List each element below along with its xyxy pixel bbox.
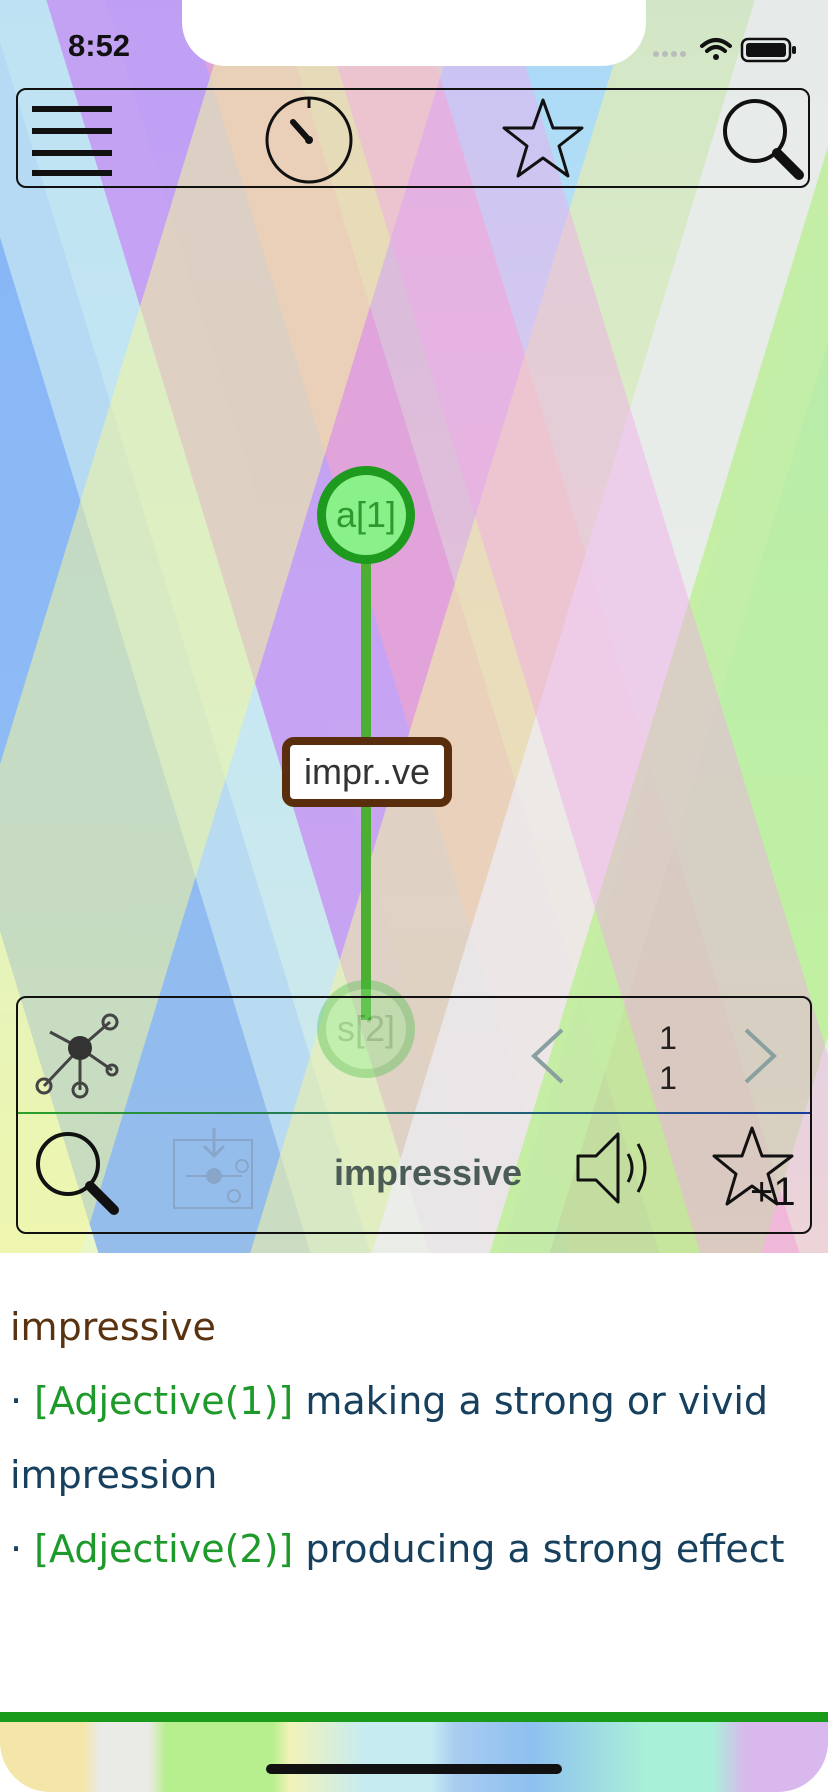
pronounce-button[interactable] — [574, 1126, 664, 1210]
definition-bullet: · — [10, 1379, 35, 1423]
striped-background — [0, 0, 828, 1253]
definition-entry: · [Adjective(2)] producing a strong effe… — [10, 1512, 810, 1586]
word-graph: a[1] impr..ve s[2] — [282, 466, 452, 1078]
device-notch — [182, 0, 646, 66]
search-icon — [723, 99, 804, 180]
page-total: 1 — [659, 1060, 677, 1096]
part-of-speech-tag[interactable]: [Adjective(1)] — [34, 1379, 294, 1423]
current-word: impressive — [333, 1152, 523, 1193]
chevron-left-icon — [531, 1028, 564, 1084]
network-button[interactable] — [30, 1008, 126, 1104]
speaker-icon — [576, 1132, 647, 1204]
graph-node-top-label: a[1] — [335, 494, 397, 535]
word-search-button[interactable] — [32, 1126, 122, 1216]
graph-import-icon — [173, 1128, 253, 1209]
menu-button[interactable] — [24, 90, 120, 186]
top-toolbar — [16, 88, 810, 188]
panel-divider — [18, 1112, 810, 1114]
network-graph-icon — [35, 1013, 119, 1099]
graph-node-top[interactable]: a[1] — [317, 466, 415, 564]
import-graph-button[interactable] — [172, 1126, 256, 1210]
timer-icon — [265, 96, 353, 184]
graph-node-bottom-label: s[2] — [336, 1008, 396, 1049]
definition-bullet: · — [10, 1527, 35, 1571]
cellular-signal-icon — [653, 51, 686, 57]
definition-title: impressive — [10, 1305, 216, 1349]
star-plus-label: +1 — [750, 1170, 796, 1214]
chevron-right-icon — [744, 1028, 777, 1084]
wifi-icon — [700, 38, 732, 60]
part-of-speech-tag[interactable]: [Adjective(2)] — [34, 1527, 294, 1571]
definition-text: producing a strong effect — [293, 1527, 785, 1571]
history-button[interactable] — [254, 90, 364, 186]
star-icon — [502, 98, 584, 178]
definition-text: making a strong or vivid impression — [10, 1379, 769, 1497]
battery-icon — [740, 37, 796, 63]
search-icon — [36, 1132, 119, 1215]
definition-panel: impressive · [Adjective(1)] making a str… — [10, 1290, 810, 1586]
previous-button[interactable] — [518, 1024, 578, 1088]
definition-entry: · [Adjective(1)] making a strong or vivi… — [10, 1364, 810, 1512]
page-current: 1 — [659, 1020, 677, 1056]
graph-edge-label[interactable]: impr..ve — [282, 737, 452, 807]
star-plus-one-icon — [712, 1126, 794, 1206]
next-button[interactable] — [730, 1024, 790, 1088]
graph-edge-label-text: impr..ve — [303, 751, 431, 792]
page-counter: 1 1 — [628, 1018, 708, 1098]
bottom-rule — [0, 1712, 828, 1722]
search-button[interactable] — [714, 90, 810, 186]
home-indicator — [266, 1764, 562, 1774]
status-time: 8:52 — [68, 28, 131, 63]
bottom-decorative-strip — [0, 1722, 828, 1792]
hamburger-menu-icon — [32, 106, 112, 176]
favorites-button[interactable] — [488, 90, 598, 186]
control-panel: 1 1 impressive — [16, 996, 812, 1234]
add-favorite-button[interactable]: +1 — [712, 1124, 802, 1216]
status-icons — [650, 32, 810, 68]
